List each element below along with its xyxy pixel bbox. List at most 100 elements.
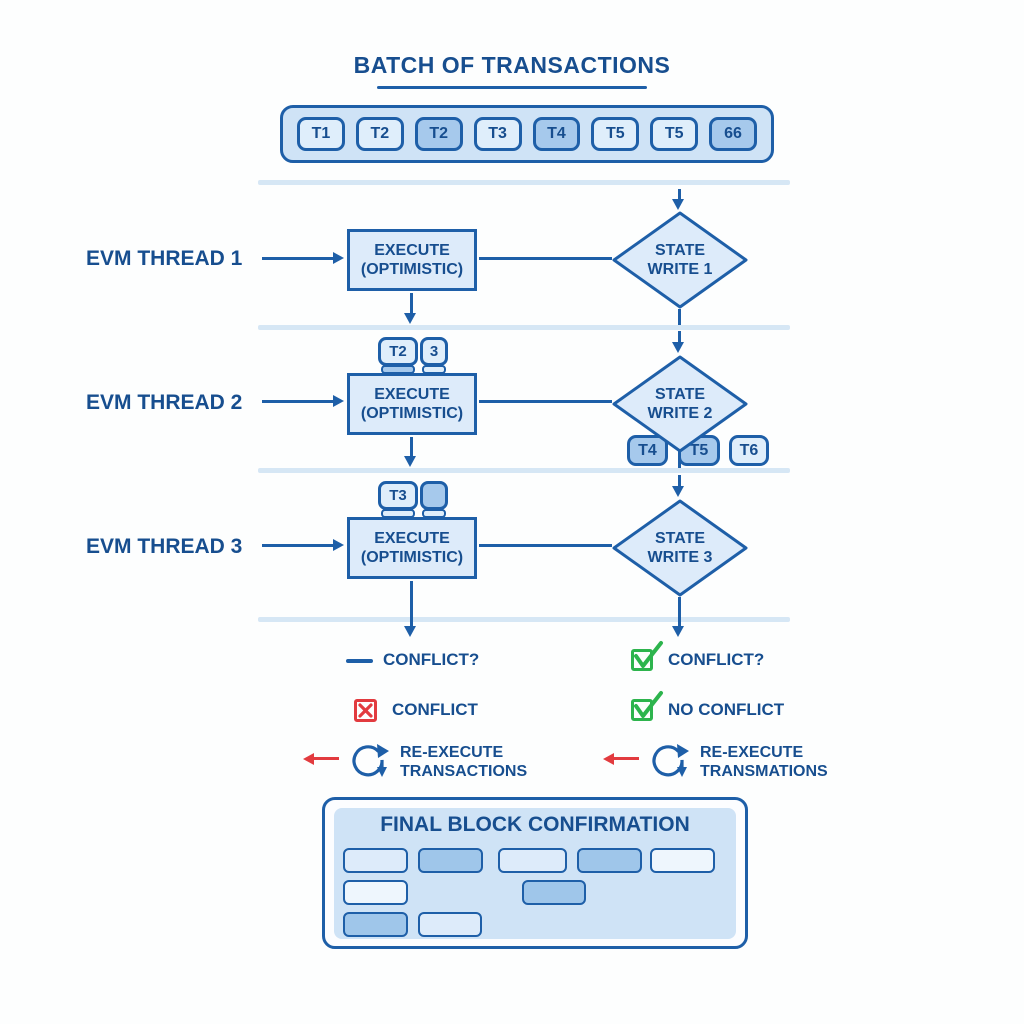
execute-label: EXECUTE — [374, 242, 450, 259]
state-write-label: STATE — [654, 242, 706, 259]
red-left-arrow-icon — [603, 753, 614, 765]
connector-line — [479, 257, 612, 260]
check-mark-icon — [634, 641, 663, 668]
execute-label: EXECUTE — [374, 530, 450, 547]
batch-chip-label: T1 — [311, 125, 331, 142]
batch-chip: T1 — [297, 117, 345, 151]
page-title: BATCH OF TRANSACTIONS — [353, 52, 671, 78]
reexecute-line: RE-EXECUTE — [700, 744, 804, 761]
result-chip-label: T5 — [689, 441, 709, 459]
arrow-line — [410, 581, 413, 627]
arrowhead-down-icon — [404, 313, 416, 324]
arrowhead-down-icon — [672, 626, 684, 637]
arrow-line — [678, 597, 681, 627]
confirmation-block — [343, 848, 408, 873]
result-chip: T6 — [729, 435, 769, 466]
pending-chip: T3 — [378, 481, 418, 510]
arrow-line — [410, 293, 413, 314]
state-write-label: WRITE 1 — [647, 261, 713, 278]
pending-chip-label: 3 — [429, 343, 439, 360]
execute-label: (OPTIMISTIC) — [360, 405, 464, 422]
connector-line — [479, 544, 612, 547]
state-write-label: WRITE 3 — [647, 549, 713, 566]
execute-label: (OPTIMISTIC) — [360, 261, 464, 278]
arrowhead-down-icon — [404, 626, 416, 637]
arrowhead-right-icon — [333, 252, 344, 264]
pending-chip: 3 — [420, 337, 448, 366]
confirmation-block — [522, 880, 586, 905]
batch-chip-label: T2 — [370, 125, 390, 142]
thread-1-label: EVM THREAD 1 — [86, 247, 243, 270]
batch-chip: 66 — [709, 117, 757, 151]
red-left-arrow-line — [613, 757, 639, 760]
diamond-polygon — [612, 355, 748, 453]
pending-chip-label: T3 — [389, 487, 407, 504]
arrow-line — [678, 189, 681, 200]
legend-conflict-question-left: CONFLICT? — [383, 650, 480, 669]
state-write-label: STATE — [654, 386, 706, 403]
refresh-icon — [652, 744, 689, 777]
pending-chip: T2 — [378, 337, 418, 366]
arrow-line — [410, 437, 413, 457]
pending-chip — [420, 481, 448, 510]
legend-no-conflict-label: NO CONFLICT — [668, 700, 785, 719]
batch-chip-label: T3 — [488, 125, 507, 142]
red-left-arrow-icon — [303, 753, 314, 765]
batch-chip-label: T5 — [664, 125, 684, 142]
red-left-arrow-line — [313, 757, 339, 760]
execute-label: EXECUTE — [374, 386, 450, 403]
arrowhead-right-icon — [333, 395, 344, 407]
confirmation-block — [577, 848, 642, 873]
arrow-line — [262, 400, 334, 403]
arrow-line — [262, 544, 334, 547]
arrowhead-down-icon — [672, 342, 684, 353]
legend-conflict-question-right: CONFLICT? — [668, 650, 765, 669]
batch-chip-label: T5 — [605, 125, 625, 142]
state-write-label: STATE — [654, 530, 706, 547]
pending-chip-label: T2 — [389, 343, 407, 360]
arrowhead-down-icon — [672, 486, 684, 497]
arrow-line — [678, 475, 681, 487]
state-write-3-diamond: STATE WRITE 3 — [612, 499, 748, 597]
connector-line — [678, 309, 681, 325]
execute-box-thread-3: EXECUTE (OPTIMISTIC) — [347, 517, 477, 579]
checkbox-checked-icon — [631, 699, 653, 721]
batch-chip: T2 — [355, 117, 404, 151]
divider — [258, 325, 790, 330]
cross-box-icon — [354, 699, 377, 722]
thread-2-label: EVM THREAD 2 — [86, 391, 243, 414]
state-write-label: WRITE 2 — [647, 405, 713, 422]
state-write-2-diamond: STATE WRITE 2 — [612, 355, 748, 453]
batch-chip: T2 — [414, 117, 463, 151]
legend-reexecute-right: RE-EXECUTE TRANSMATIONS — [700, 743, 828, 781]
result-chip-label: T6 — [739, 441, 759, 459]
line-dash-icon — [346, 659, 373, 663]
divider — [258, 617, 790, 622]
execute-box-thread-2: EXECUTE (OPTIMISTIC) — [347, 373, 477, 435]
check-mark-icon — [634, 691, 663, 718]
confirmation-block — [343, 880, 408, 905]
batch-chip-label: 66 — [724, 125, 742, 142]
final-block-title: FINAL BLOCK CONFIRMATION — [380, 813, 690, 836]
thread-3-label: EVM THREAD 3 — [86, 535, 243, 558]
arrowhead-down-icon — [672, 199, 684, 210]
confirmation-block — [650, 848, 715, 873]
refresh-icon — [352, 744, 389, 777]
execute-label: (OPTIMISTIC) — [360, 549, 464, 566]
confirmation-block — [418, 912, 482, 937]
diamond-shape — [612, 211, 748, 309]
title-underline — [377, 86, 647, 89]
legend-conflict-label: CONFLICT — [392, 700, 478, 719]
batch-chip: T5 — [650, 117, 699, 151]
confirmation-block — [343, 912, 408, 937]
batch-box: T1 T2 T2 T3 T4 T5 T5 66 — [280, 105, 774, 163]
diamond-polygon — [612, 499, 748, 597]
diamond-polygon — [612, 211, 748, 309]
result-chip: T4 — [627, 435, 668, 466]
connector-line — [479, 400, 612, 403]
batch-chip: T4 — [532, 117, 581, 151]
state-write-1-diamond: STATE WRITE 1 — [612, 211, 748, 309]
cross-mark-icon — [358, 703, 373, 718]
divider — [258, 180, 790, 185]
